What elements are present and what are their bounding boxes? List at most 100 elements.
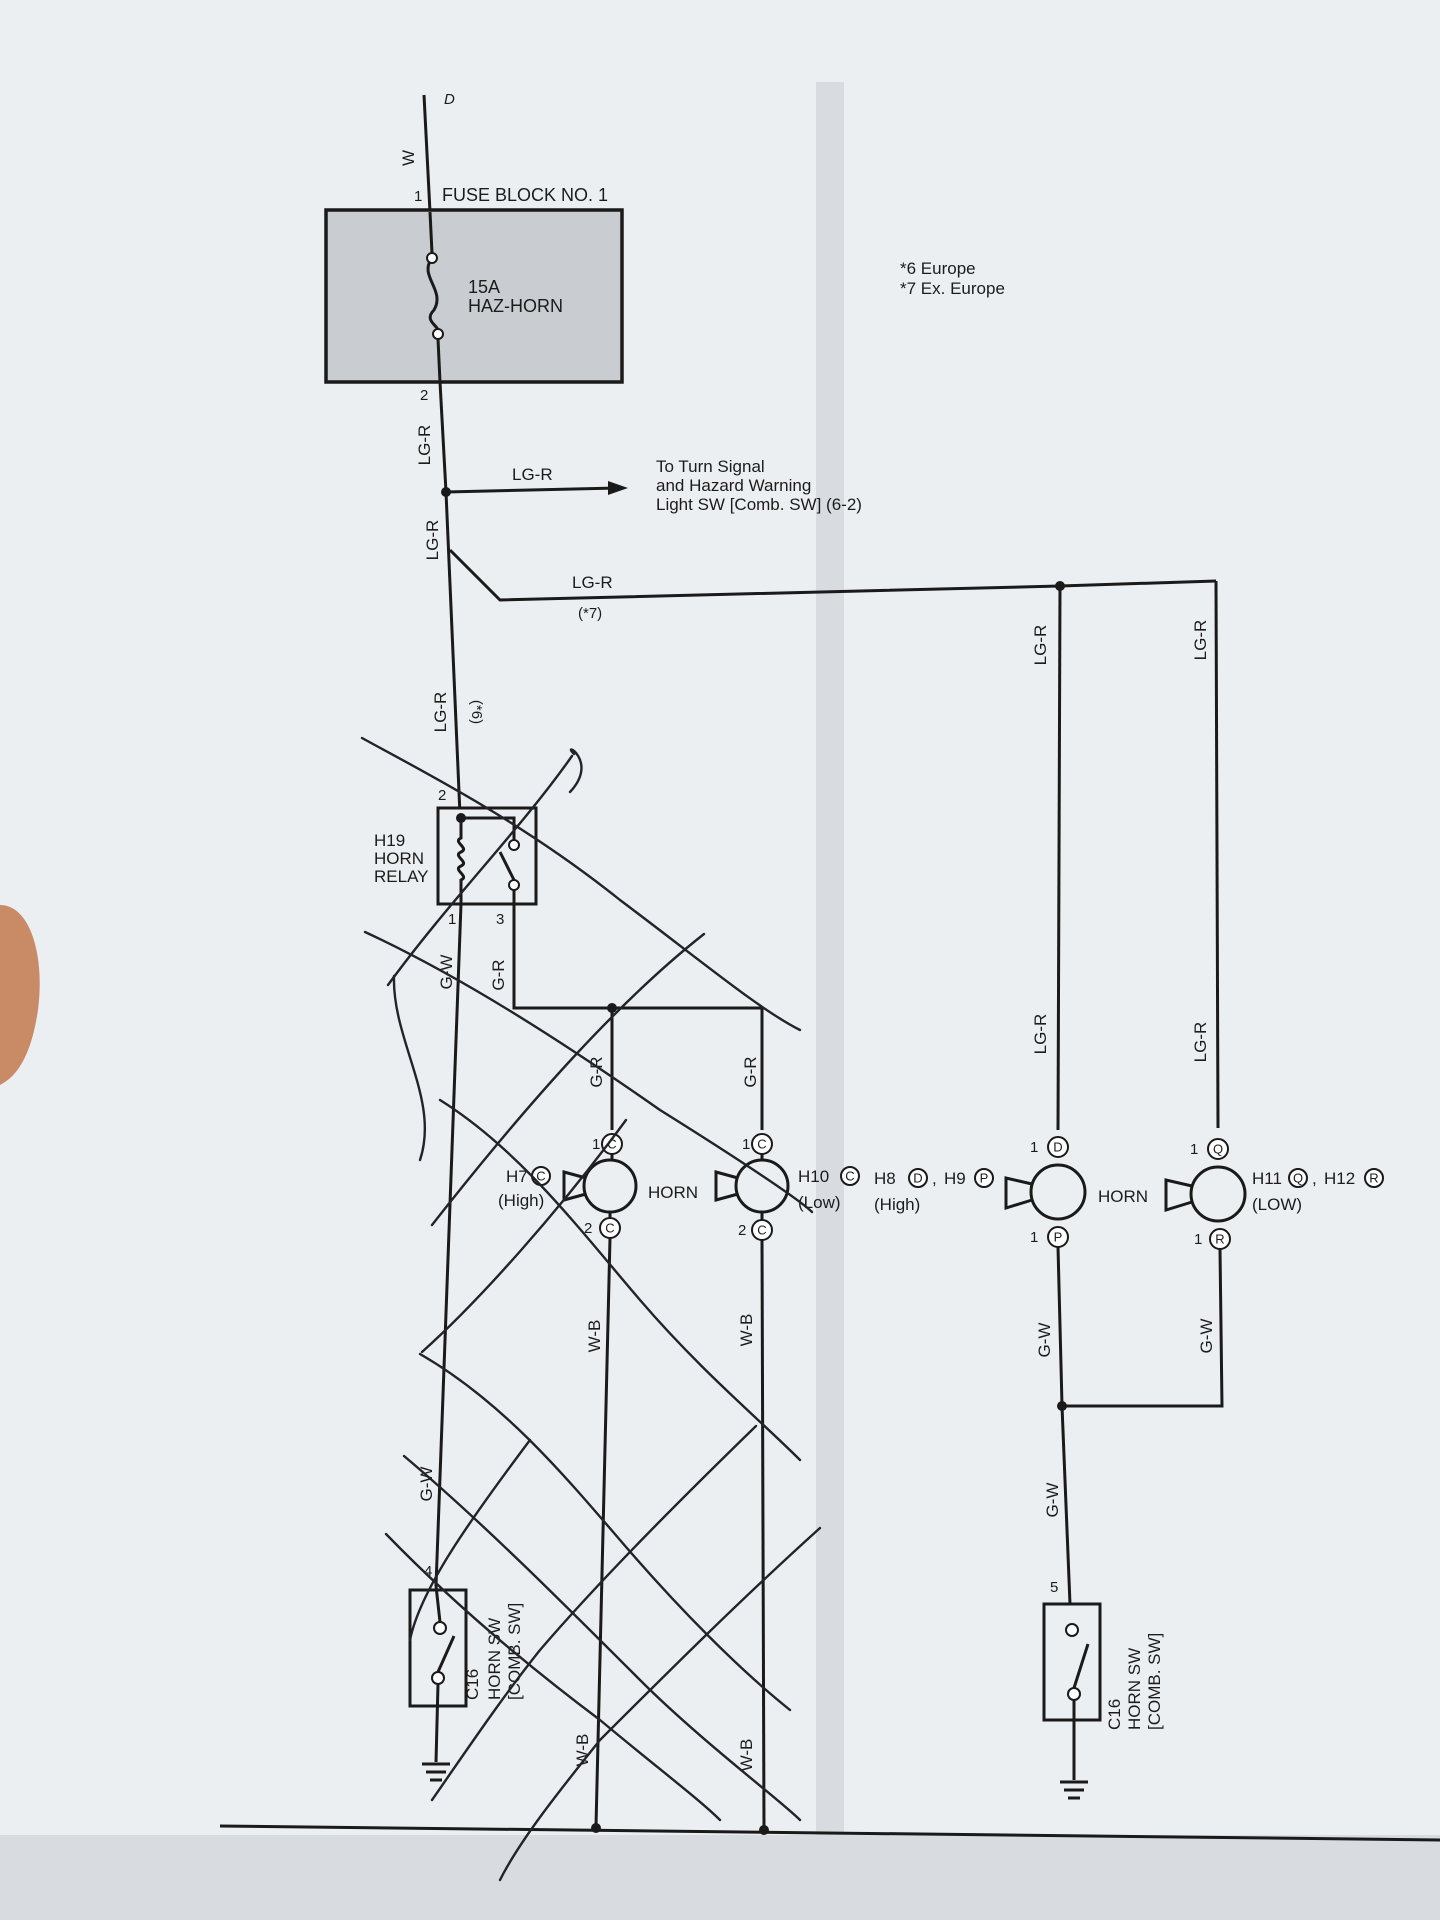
note-ex-europe: *7 Ex. Europe	[900, 279, 1005, 298]
top-marker: D	[444, 91, 455, 108]
fuse-lead-top	[428, 211, 434, 254]
wire-lgr-h11	[1214, 580, 1220, 1129]
wire-label-lgr-3: LG-R	[431, 692, 450, 733]
h10-pin2-conn-label: C	[757, 1223, 766, 1238]
h8-pin1-connector	[1047, 1136, 1069, 1158]
relay-switch-arm	[498, 851, 516, 881]
ground-bus	[219, 1824, 1440, 1842]
h11-horn-bell	[1164, 1178, 1193, 1213]
switch-right-arm	[1072, 1643, 1090, 1689]
h8-pin-1: 1	[1030, 1139, 1038, 1156]
h12-connector-label: R	[1369, 1171, 1378, 1186]
fuse-pin-1: 1	[414, 188, 422, 205]
switch-left-arm	[436, 1635, 456, 1673]
relay-coil	[456, 818, 466, 904]
wire-note-6: (*6)	[468, 700, 485, 724]
wire-wb-h7-ground	[594, 1237, 612, 1827]
switch-right-line2: [COMB. SW]	[1145, 1633, 1164, 1730]
switch-left-code: C16	[463, 1669, 482, 1700]
h10-pin-1: 1	[742, 1136, 750, 1153]
switch-left-contact-top	[433, 1621, 447, 1635]
h9-pin-conn-label: P	[1054, 1230, 1063, 1245]
h10-pin1-conn-label: C	[757, 1137, 766, 1152]
branch-wire-label: LG-R	[512, 465, 553, 484]
h12-connector	[1364, 1168, 1384, 1188]
h11-pin1-conn-label: Q	[1213, 1142, 1223, 1157]
wire-lgr-h8	[1056, 585, 1062, 1131]
wire-w-top	[422, 94, 432, 213]
wire-label-wb-2: W-B	[573, 1734, 592, 1767]
wire-lgr-ex-europe	[448, 548, 1217, 602]
h10-connector-label: C	[845, 1169, 854, 1184]
h11-code: H11	[1252, 1169, 1282, 1188]
branch-text-line3: Light SW [Comb. SW] (6-2)	[656, 495, 862, 514]
h8-connector	[908, 1168, 928, 1188]
switch-left-contact-bottom	[431, 1671, 445, 1685]
branch-text-line1: To Turn Signal	[656, 457, 765, 476]
wire-label-gr-3: G-R	[741, 1056, 760, 1087]
h8-connector-label: D	[913, 1171, 922, 1186]
h1112-sep: ,	[1312, 1169, 1317, 1188]
ground-symbol-left	[422, 1762, 450, 1782]
h7-connector-label: C	[536, 1169, 545, 1184]
horns-left-label: HORN	[648, 1183, 698, 1202]
h7-pin-2: 2	[584, 1220, 592, 1237]
switch-right-line1: HORN SW	[1125, 1648, 1144, 1730]
h10-horn-circle	[734, 1158, 790, 1214]
wire-label-w: W	[399, 150, 418, 166]
switch-right-code: C16	[1105, 1699, 1124, 1730]
wire-label-gw-3: G-W	[1035, 1323, 1054, 1358]
switch-right-contact-top	[1065, 1623, 1079, 1637]
wire-label-gw-2: G-W	[417, 1467, 436, 1502]
wire-lgr-feed	[438, 381, 448, 493]
wire-gw-h11	[1062, 1248, 1224, 1408]
fuse-block-title: FUSE BLOCK NO. 1	[442, 185, 608, 205]
fuse-name: HAZ-HORN	[468, 296, 563, 316]
h7-desc: (High)	[498, 1191, 544, 1210]
h11-horn-circle	[1189, 1165, 1247, 1223]
h12-pin-conn-label: R	[1215, 1232, 1224, 1247]
h11-connector-label: Q	[1293, 1171, 1303, 1186]
relay-name-line1: HORN	[374, 849, 424, 868]
h9-connector	[974, 1168, 994, 1188]
switch-left-lead-ground	[434, 1683, 440, 1763]
relay-contact-bottom	[508, 879, 520, 891]
fuse-terminal-bottom	[432, 328, 444, 340]
wire-label-lgr-8: LG-R	[1191, 1022, 1210, 1063]
wire-label-wb-1: W-B	[585, 1320, 604, 1353]
h8-pin1-conn-label: D	[1053, 1140, 1062, 1155]
wire-note-7: (*7)	[578, 605, 602, 622]
h89-desc: (High)	[874, 1195, 920, 1214]
switch-right-box	[1042, 1602, 1102, 1722]
fuse-pin-2: 2	[420, 387, 428, 404]
horns-right-label: HORN	[1098, 1187, 1148, 1206]
h8-horn-bell	[1004, 1176, 1033, 1211]
relay-pin-3: 3	[496, 911, 504, 928]
wire-label-lgr-6: LG-R	[1191, 620, 1210, 661]
copy-band	[816, 82, 844, 1842]
h12-pin-1: 1	[1194, 1231, 1202, 1248]
wire-branch-turn-signal	[445, 486, 619, 494]
relay-pin-2: 2	[438, 787, 446, 804]
fuse-terminal-top	[426, 252, 438, 264]
ground-symbol-right	[1060, 1780, 1088, 1800]
junction-ground-1	[591, 1823, 601, 1833]
relay-contact-feed	[461, 816, 516, 840]
cross-out-scribbles	[360, 736, 822, 1882]
wire-gr-relay-to-horns	[512, 904, 764, 1130]
h7-horn-bell	[562, 1170, 587, 1202]
relay-code: H19	[374, 831, 405, 850]
note-europe: *6 Europe	[900, 259, 976, 278]
h7-pin-1: 1	[592, 1136, 600, 1153]
wire-label-wb-3: W-B	[737, 1314, 756, 1347]
wire-label-lgr-2: LG-R	[423, 520, 442, 561]
wire-gw-to-switch-right	[1060, 1405, 1072, 1605]
branch-arrow	[608, 481, 628, 495]
h7-horn-circle	[582, 1158, 638, 1214]
h8-code: H8	[874, 1169, 896, 1188]
h10-code: H10	[798, 1167, 829, 1186]
wire-label-gw-4: G-W	[1197, 1319, 1216, 1354]
